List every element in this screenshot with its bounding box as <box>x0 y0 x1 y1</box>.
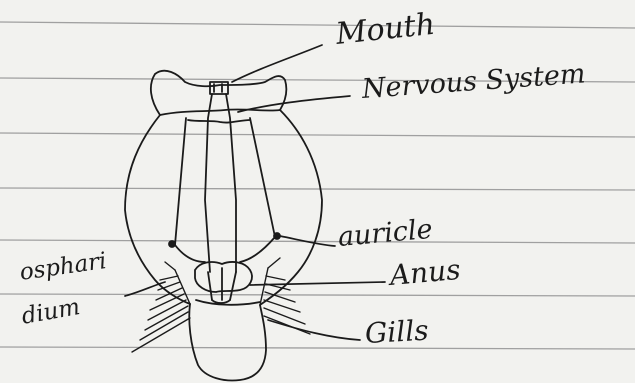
auricle-left <box>169 241 175 247</box>
leader-anus <box>250 282 385 285</box>
head-lobes <box>151 71 287 115</box>
anus-cluster <box>195 262 252 292</box>
gills-left <box>132 262 190 352</box>
mouth-structure <box>210 82 228 94</box>
body-outline <box>125 115 190 304</box>
mollusc-body <box>125 71 322 381</box>
label-gills: Gills <box>364 317 429 348</box>
gills-right <box>260 258 310 334</box>
label-auricle: auricle <box>337 216 434 251</box>
foot <box>189 304 266 380</box>
label-anus: Anus <box>389 256 462 290</box>
auricle-right <box>274 233 280 239</box>
